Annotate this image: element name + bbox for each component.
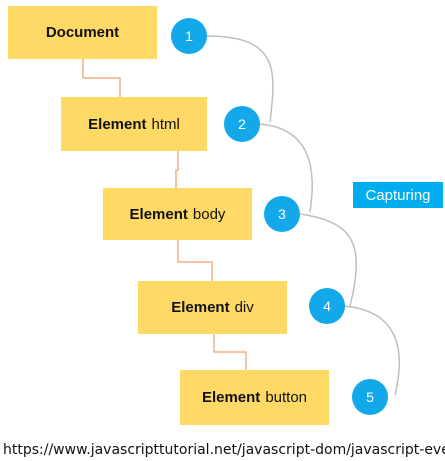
node-element-html: Element html: [61, 97, 207, 151]
flow-curve-1-2: [206, 35, 274, 123]
node-document-label: Document: [45, 24, 120, 41]
node-html-type: Element: [88, 115, 147, 133]
node-div-name: div: [234, 299, 254, 316]
flow-curve-2-3: [259, 123, 313, 213]
node-html-name: html: [151, 115, 180, 133]
source-url: https://www.javascripttutorial.net/javas…: [0, 440, 445, 461]
step-badge-3: 3: [264, 196, 300, 232]
step-badge-2: 2: [224, 106, 260, 142]
connector-body-div: [177, 240, 213, 281]
node-element-div: Element div: [138, 281, 287, 334]
step-badge-1: 1: [171, 18, 207, 54]
flow-curve-3-4: [299, 213, 357, 307]
node-body-name: body: [192, 205, 226, 223]
step-badge-4: 4: [309, 288, 345, 324]
capturing-label: Capturing: [353, 182, 443, 208]
connector-div-button: [213, 334, 247, 370]
node-element-button: Element button: [180, 370, 329, 425]
flow-curve-4-5: [342, 305, 400, 396]
connector-html-body: [175, 151, 179, 188]
node-element-body: Element body: [103, 188, 252, 240]
node-button-name: button: [265, 389, 308, 406]
flow-curves: [206, 35, 400, 396]
connector-document-html: [82, 59, 121, 97]
node-document: Document: [8, 6, 157, 59]
node-button-type: Element: [201, 389, 261, 406]
node-body-type: Element: [129, 205, 188, 223]
tree-connectors: [82, 59, 247, 370]
node-div-type: Element: [171, 299, 230, 316]
step-badge-5: 5: [352, 379, 388, 415]
